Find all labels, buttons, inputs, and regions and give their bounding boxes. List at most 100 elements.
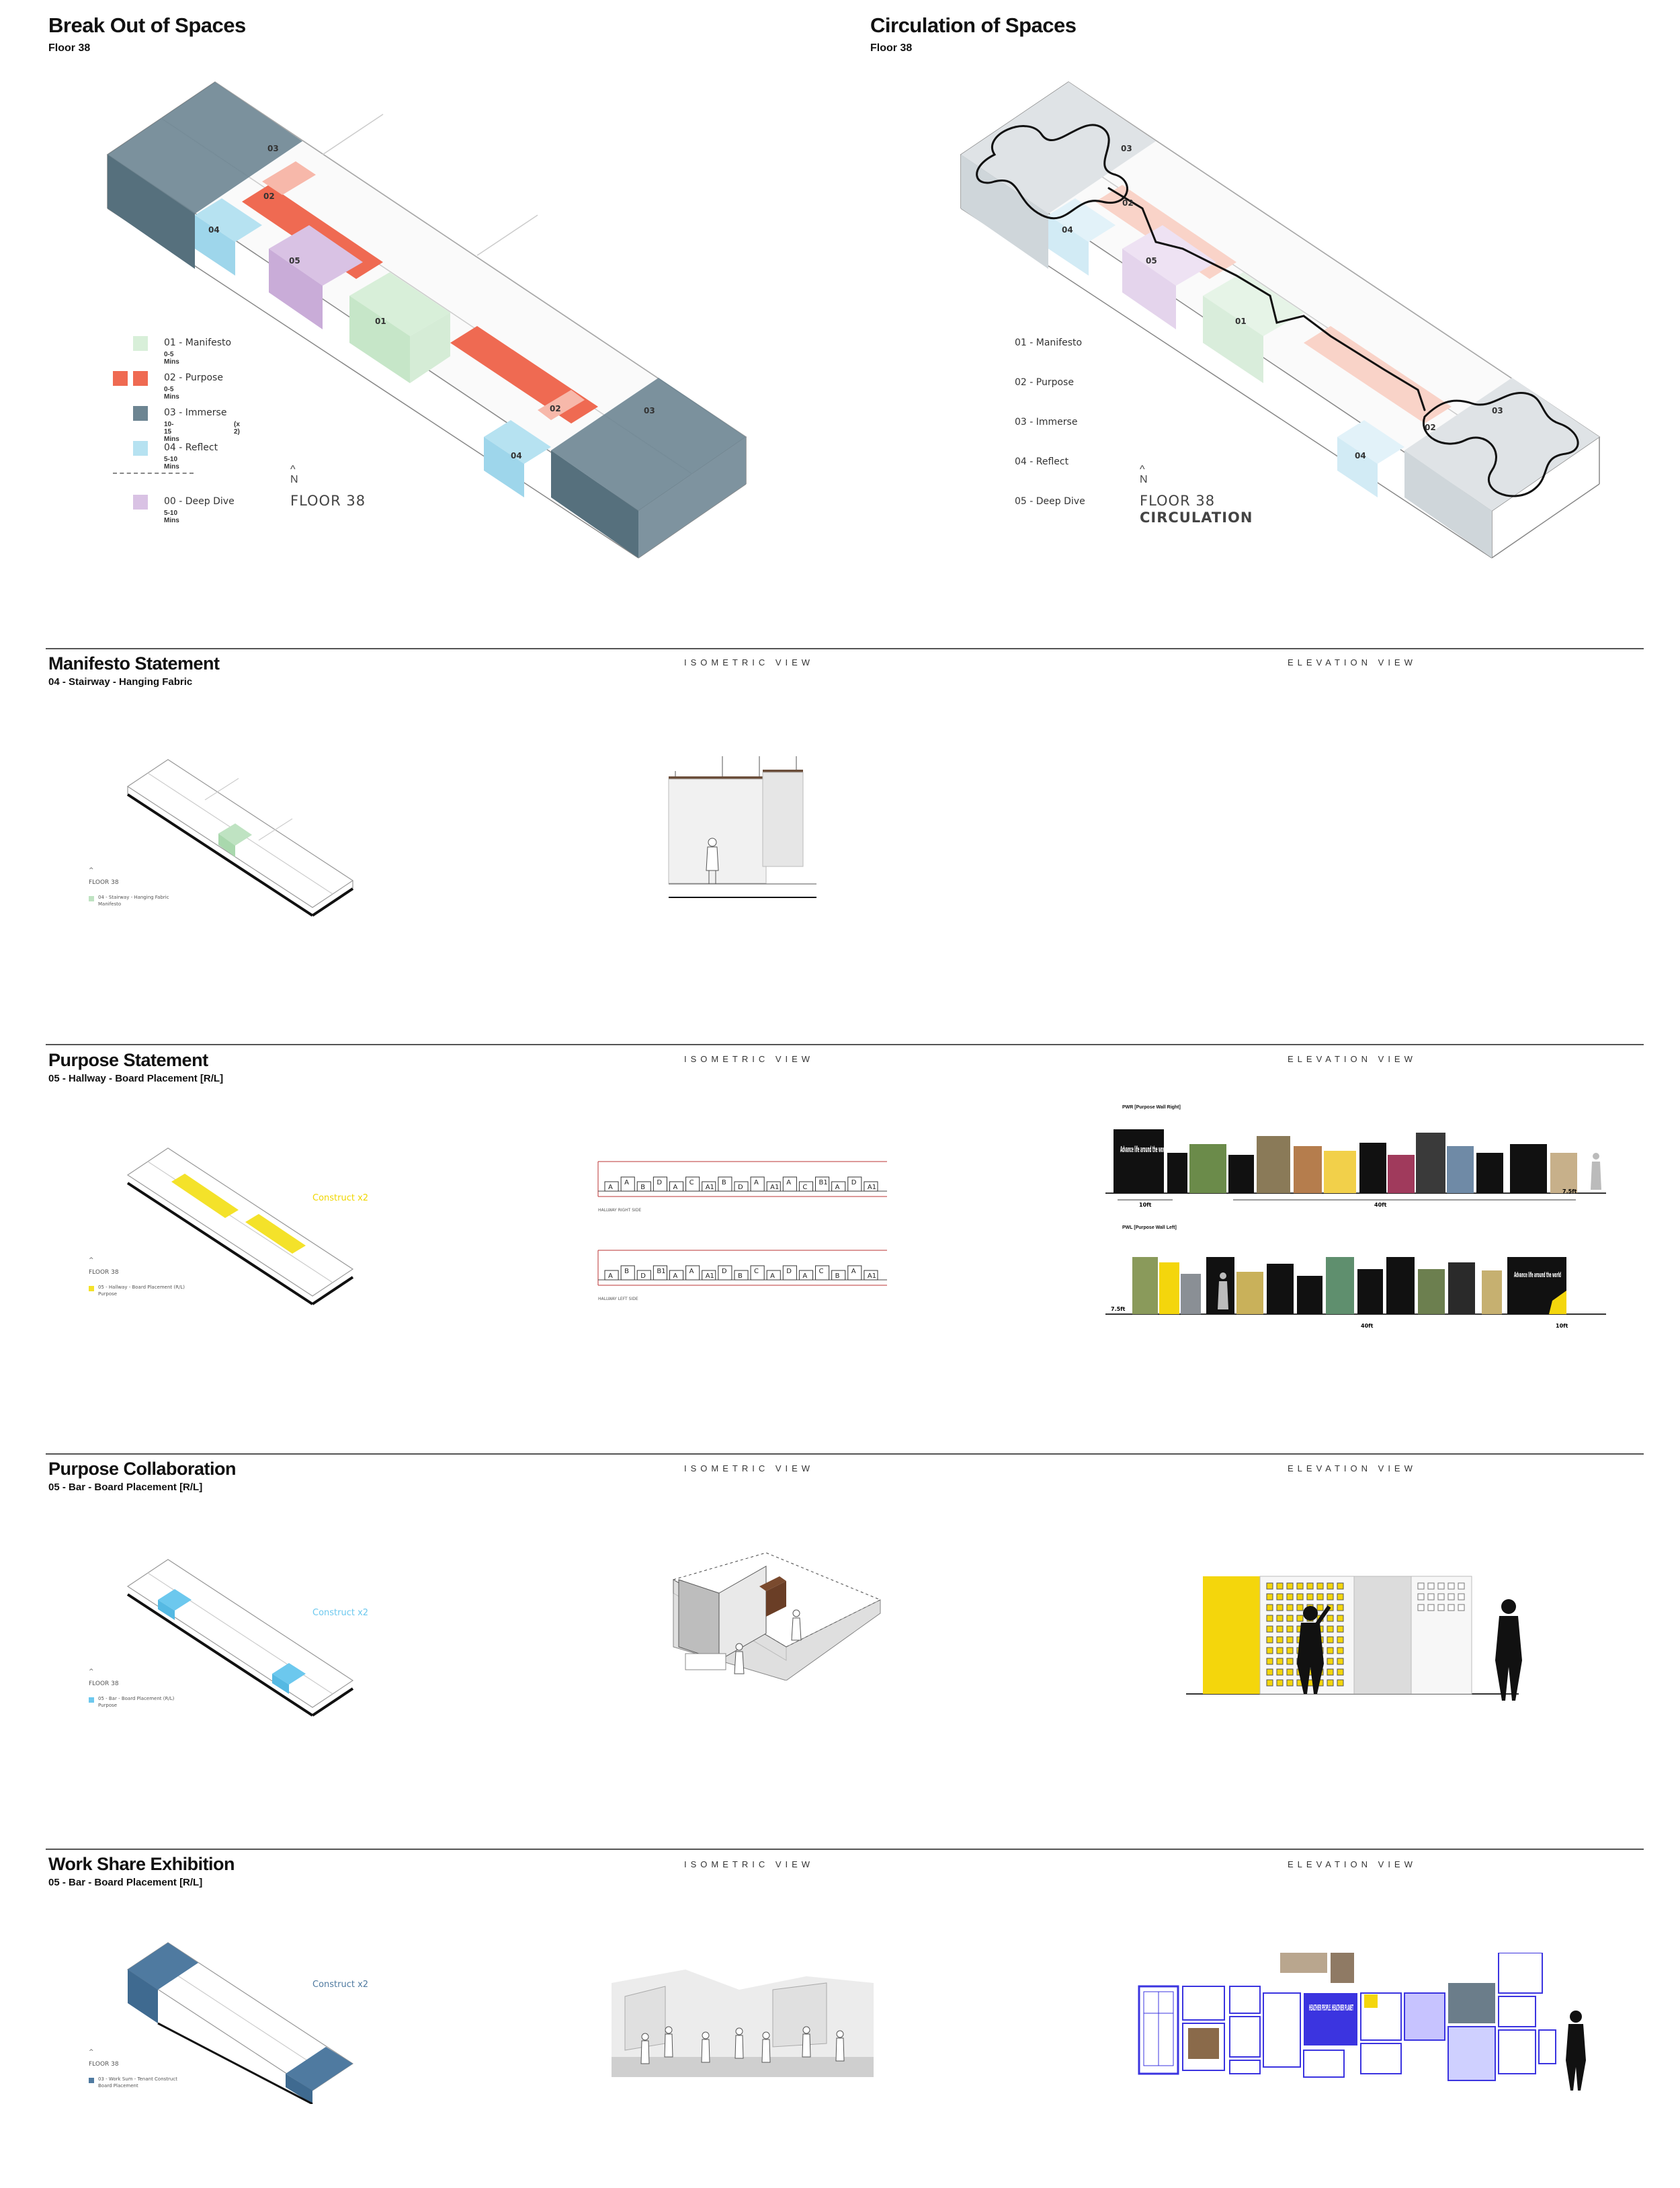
- zone-label: 01: [375, 317, 386, 326]
- collab-mini-plan: [126, 1559, 354, 1717]
- collab-card: [1276, 1582, 1284, 1590]
- hallway-left-label: HALLWAY LEFT SIDE: [598, 1297, 638, 1301]
- hallway-board: [636, 1181, 651, 1192]
- dim-b: 40ft: [1361, 1323, 1374, 1329]
- collab-card: [1266, 1679, 1273, 1687]
- zone-label: 04: [1355, 451, 1366, 460]
- legend-label: 05 - Hallway - Board Placement (R/L): [98, 1285, 185, 1290]
- collab-card: [1458, 1593, 1465, 1601]
- collab-card: [1327, 1679, 1334, 1687]
- collab-card: [1266, 1582, 1273, 1590]
- collab-card: [1276, 1593, 1284, 1601]
- zone-label: 04: [208, 225, 220, 235]
- zone-label: 02: [1122, 198, 1134, 208]
- hallway-board: [685, 1265, 700, 1281]
- floor-label: FLOOR 38: [290, 493, 366, 509]
- floor-label: FLOOR 38: [1140, 493, 1216, 509]
- collab-card: [1458, 1582, 1465, 1590]
- collab-card: [1276, 1668, 1284, 1676]
- collab-card: [1276, 1615, 1284, 1622]
- collab-card: [1276, 1647, 1284, 1654]
- collab-card: [1337, 1582, 1344, 1590]
- hallway-board: [620, 1176, 635, 1192]
- elev-view-label: ELEVATION VIEW: [1288, 1463, 1417, 1473]
- collab-card: [1447, 1604, 1455, 1611]
- construct-label: Construct x2: [312, 1980, 369, 1990]
- collab-card: [1286, 1615, 1294, 1622]
- collab-card: [1327, 1625, 1334, 1633]
- collab-card: [1306, 1593, 1314, 1601]
- manifesto-subtitle: 04 - Stairway - Hanging Fabric: [48, 676, 193, 688]
- collab-card: [1266, 1647, 1273, 1654]
- collab-card: [1458, 1604, 1465, 1611]
- hallway-board: [750, 1265, 765, 1281]
- hallway-board-label: A: [673, 1272, 677, 1280]
- collab-iso-view: [672, 1552, 882, 1680]
- hallway-board-label: A: [835, 1184, 840, 1191]
- iso-view-label: ISOMETRIC VIEW: [684, 657, 814, 667]
- circulation-floor-plan: 03 02 04 05 01 02 03 04: [960, 81, 1601, 559]
- work-share-mini-plan: [126, 1942, 354, 2104]
- hallway-board-label: B: [640, 1184, 645, 1191]
- hallway-board: [798, 1270, 814, 1281]
- hallway-board-label: C: [689, 1179, 694, 1186]
- hallway-board: [685, 1176, 700, 1192]
- purpose-collab-title: Purpose Collaboration: [48, 1459, 237, 1479]
- collab-card: [1327, 1615, 1334, 1622]
- north-arrow-icon: ^: [89, 1668, 94, 1675]
- pwl-label: PWL [Purpose Wall Left]: [1122, 1225, 1177, 1230]
- collab-card: [1286, 1647, 1294, 1654]
- hallway-board: [798, 1181, 814, 1192]
- hallway-board-label: D: [851, 1179, 857, 1186]
- purpose-statement-title: Purpose Statement: [48, 1050, 208, 1070]
- collab-card: [1447, 1593, 1455, 1601]
- collab-card: [1447, 1582, 1455, 1590]
- legend-swatch: [133, 495, 148, 510]
- hallway-board: [782, 1176, 797, 1192]
- hallway-board: [669, 1270, 684, 1281]
- collab-card: [1296, 1593, 1304, 1601]
- collab-card: [1427, 1582, 1435, 1590]
- north-arrow-icon: ^: [1140, 464, 1145, 475]
- hallway-board-label: A: [689, 1268, 694, 1275]
- hallway-board-label: D: [657, 1179, 662, 1186]
- floor-sub-label: CIRCULATION: [1140, 510, 1253, 526]
- legend-label: Manifesto: [98, 901, 122, 907]
- legend-swatch: [133, 371, 148, 386]
- hallway-board: [750, 1176, 765, 1192]
- work-share-subtitle: 05 - Bar - Board Placement [R/L]: [48, 1877, 203, 1888]
- north-arrow-icon: ^: [89, 2049, 94, 2056]
- legend-label: Purpose: [98, 1291, 118, 1297]
- hallway-board-label: A: [802, 1272, 807, 1280]
- legend-time: 5-10 Mins: [164, 456, 179, 471]
- collab-card: [1266, 1636, 1273, 1644]
- section-divider: [46, 1849, 1644, 1850]
- hallway-board: [815, 1176, 830, 1192]
- section-divider: [46, 648, 1644, 649]
- collab-card: [1417, 1582, 1425, 1590]
- collab-card: [1427, 1593, 1435, 1601]
- legend-label: Purpose: [98, 1703, 118, 1708]
- manifesto-iso-view: [668, 756, 816, 898]
- legend-swatch: [133, 441, 148, 456]
- collab-card: [1266, 1604, 1273, 1611]
- hallway-board-label: A: [608, 1184, 613, 1191]
- zone-label: 03: [644, 406, 655, 415]
- legend-swatch: [113, 371, 128, 386]
- hallway-board-label: B: [738, 1272, 743, 1280]
- hallway-board-label: A1: [868, 1272, 876, 1280]
- purpose-statement-subtitle: 05 - Hallway - Board Placement [R/L]: [48, 1073, 224, 1084]
- hallway-board: [702, 1270, 716, 1281]
- zone-label: 04: [1062, 225, 1073, 235]
- floor-label: FLOOR 38: [89, 1269, 119, 1276]
- legend-swatch: [89, 1286, 94, 1291]
- legend-label: 03 - Work Sum - Tenant Construct: [98, 2076, 177, 2082]
- elev-view-label: ELEVATION VIEW: [1288, 1054, 1417, 1064]
- collab-card: [1427, 1604, 1435, 1611]
- collab-elevation: [1186, 1576, 1522, 1701]
- purpose-mini-plan: [126, 1147, 354, 1305]
- hallway-board-label: B1: [819, 1179, 828, 1186]
- zone-label: 02: [550, 404, 561, 413]
- zone-label: 03: [267, 144, 279, 153]
